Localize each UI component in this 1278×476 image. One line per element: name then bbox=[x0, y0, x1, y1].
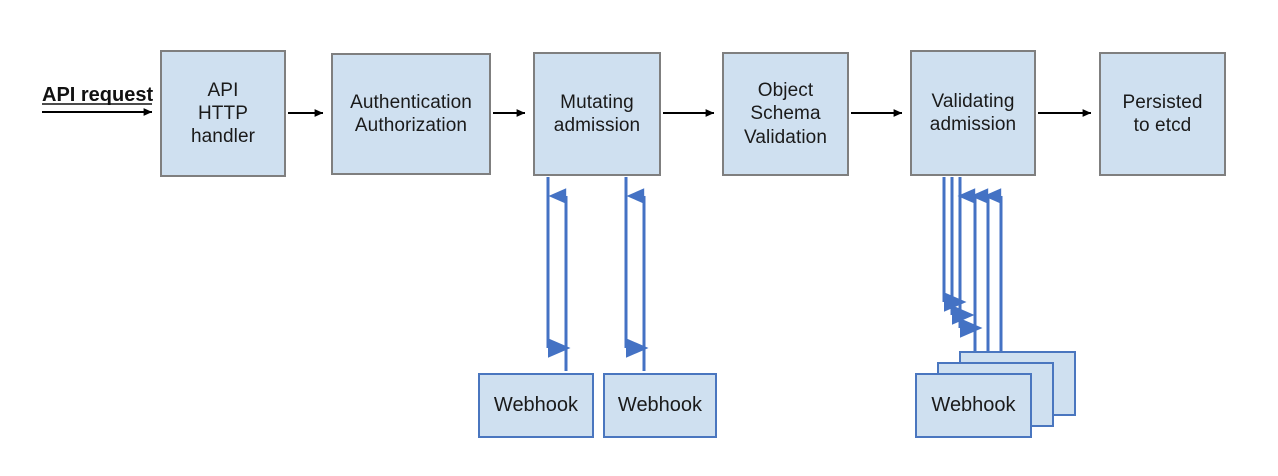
node-persisted-to-etcd[interactable]: Persisted to etcd bbox=[1099, 52, 1226, 176]
api-request-label: API request bbox=[42, 84, 154, 106]
node-authentication-authorization-label: Authentication Authorization bbox=[350, 91, 472, 136]
node-object-schema-validation-label: Object Schema Validation bbox=[743, 80, 828, 148]
node-validating-admission-label: Validating admission bbox=[929, 90, 1017, 135]
webhook-mutating-1[interactable]: Webhook bbox=[478, 373, 594, 438]
webhook-validating-stack-label: Webhook bbox=[931, 394, 1016, 416]
connector-mutating-to-webhook-2 bbox=[624, 177, 649, 371]
webhook-validating-stack-front[interactable]: Webhook bbox=[915, 373, 1032, 438]
webhook-mutating-2[interactable]: Webhook bbox=[603, 373, 717, 438]
node-validating-admission[interactable]: Validating admission bbox=[910, 50, 1036, 176]
node-api-http-handler[interactable]: API HTTP handler bbox=[160, 50, 286, 177]
node-authentication-authorization[interactable]: Authentication Authorization bbox=[331, 53, 491, 175]
node-persisted-to-etcd-label: Persisted to etcd bbox=[1122, 91, 1203, 136]
connector-validating-to-webhook-stack-down bbox=[942, 177, 983, 338]
node-api-http-handler-label: API HTTP handler bbox=[190, 79, 256, 148]
webhook-mutating-2-label: Webhook bbox=[617, 394, 703, 416]
node-mutating-admission[interactable]: Mutating admission bbox=[533, 52, 661, 176]
node-mutating-admission-label: Mutating admission bbox=[553, 91, 641, 136]
webhook-mutating-1-label: Webhook bbox=[493, 394, 579, 416]
connector-mutating-to-webhook-1 bbox=[546, 177, 571, 371]
node-object-schema-validation[interactable]: Object Schema Validation bbox=[722, 52, 849, 176]
